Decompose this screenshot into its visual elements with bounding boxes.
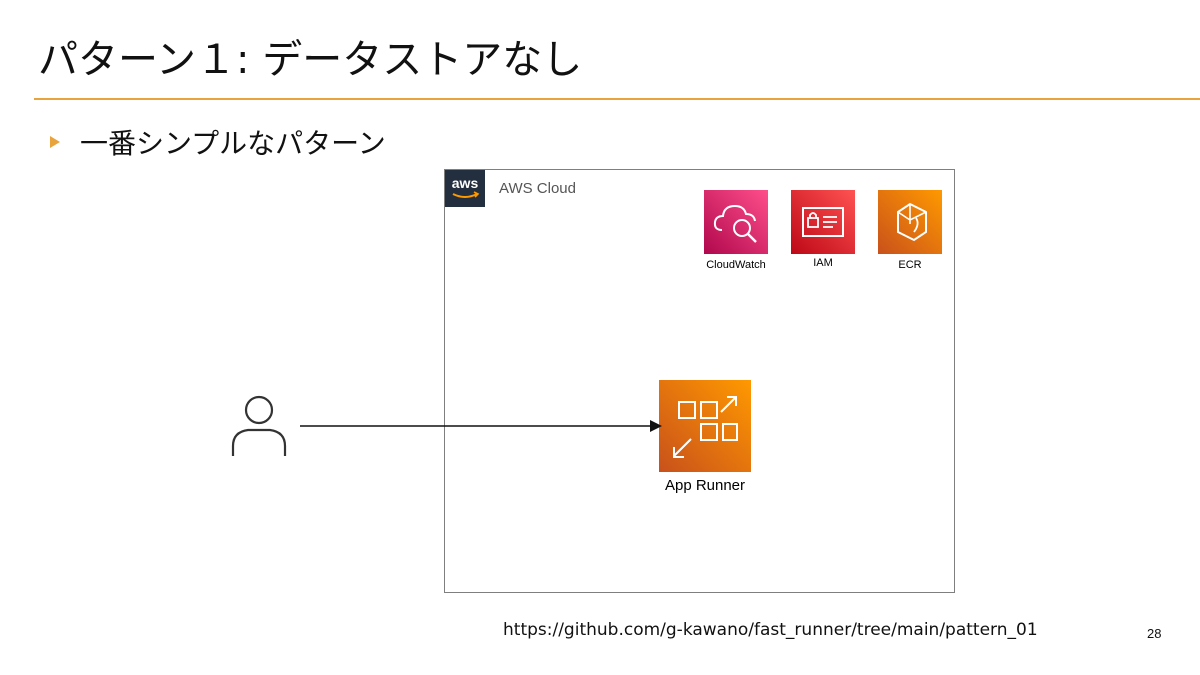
cloudwatch-icon bbox=[704, 190, 768, 254]
ecr-service bbox=[878, 190, 942, 254]
app-runner-icon bbox=[659, 380, 751, 472]
aws-cloud-group: aws AWS Cloud bbox=[444, 169, 955, 593]
page-number: 28 bbox=[1147, 626, 1162, 641]
bullet-triangle-icon bbox=[50, 136, 60, 148]
user-icon bbox=[231, 395, 287, 456]
request-arrow bbox=[300, 420, 662, 432]
bullet-text: 一番シンプルなパターン bbox=[80, 127, 386, 160]
app-runner-label: App Runner bbox=[664, 477, 746, 494]
slide-title: パターン１: データストアなし bbox=[38, 37, 583, 83]
app-runner-service bbox=[659, 380, 751, 472]
iam-service bbox=[791, 190, 855, 254]
bullet-item: 一番シンプルなパターン bbox=[50, 124, 386, 160]
aws-cloud-label: AWS Cloud bbox=[499, 180, 576, 197]
aws-logo-icon: aws bbox=[445, 170, 485, 207]
iam-icon bbox=[791, 190, 855, 254]
ecr-label: ECR bbox=[898, 259, 922, 271]
aws-logo-text: aws bbox=[452, 175, 479, 191]
cloudwatch-service bbox=[704, 190, 768, 254]
ecr-icon bbox=[878, 190, 942, 254]
iam-label: IAM bbox=[813, 257, 833, 269]
aws-logo-svg: aws bbox=[452, 175, 480, 198]
source-url[interactable]: https://github.com/g-kawano/fast_runner/… bbox=[503, 620, 1038, 640]
cloudwatch-label: CloudWatch bbox=[706, 259, 766, 271]
title-underline bbox=[34, 98, 1200, 100]
